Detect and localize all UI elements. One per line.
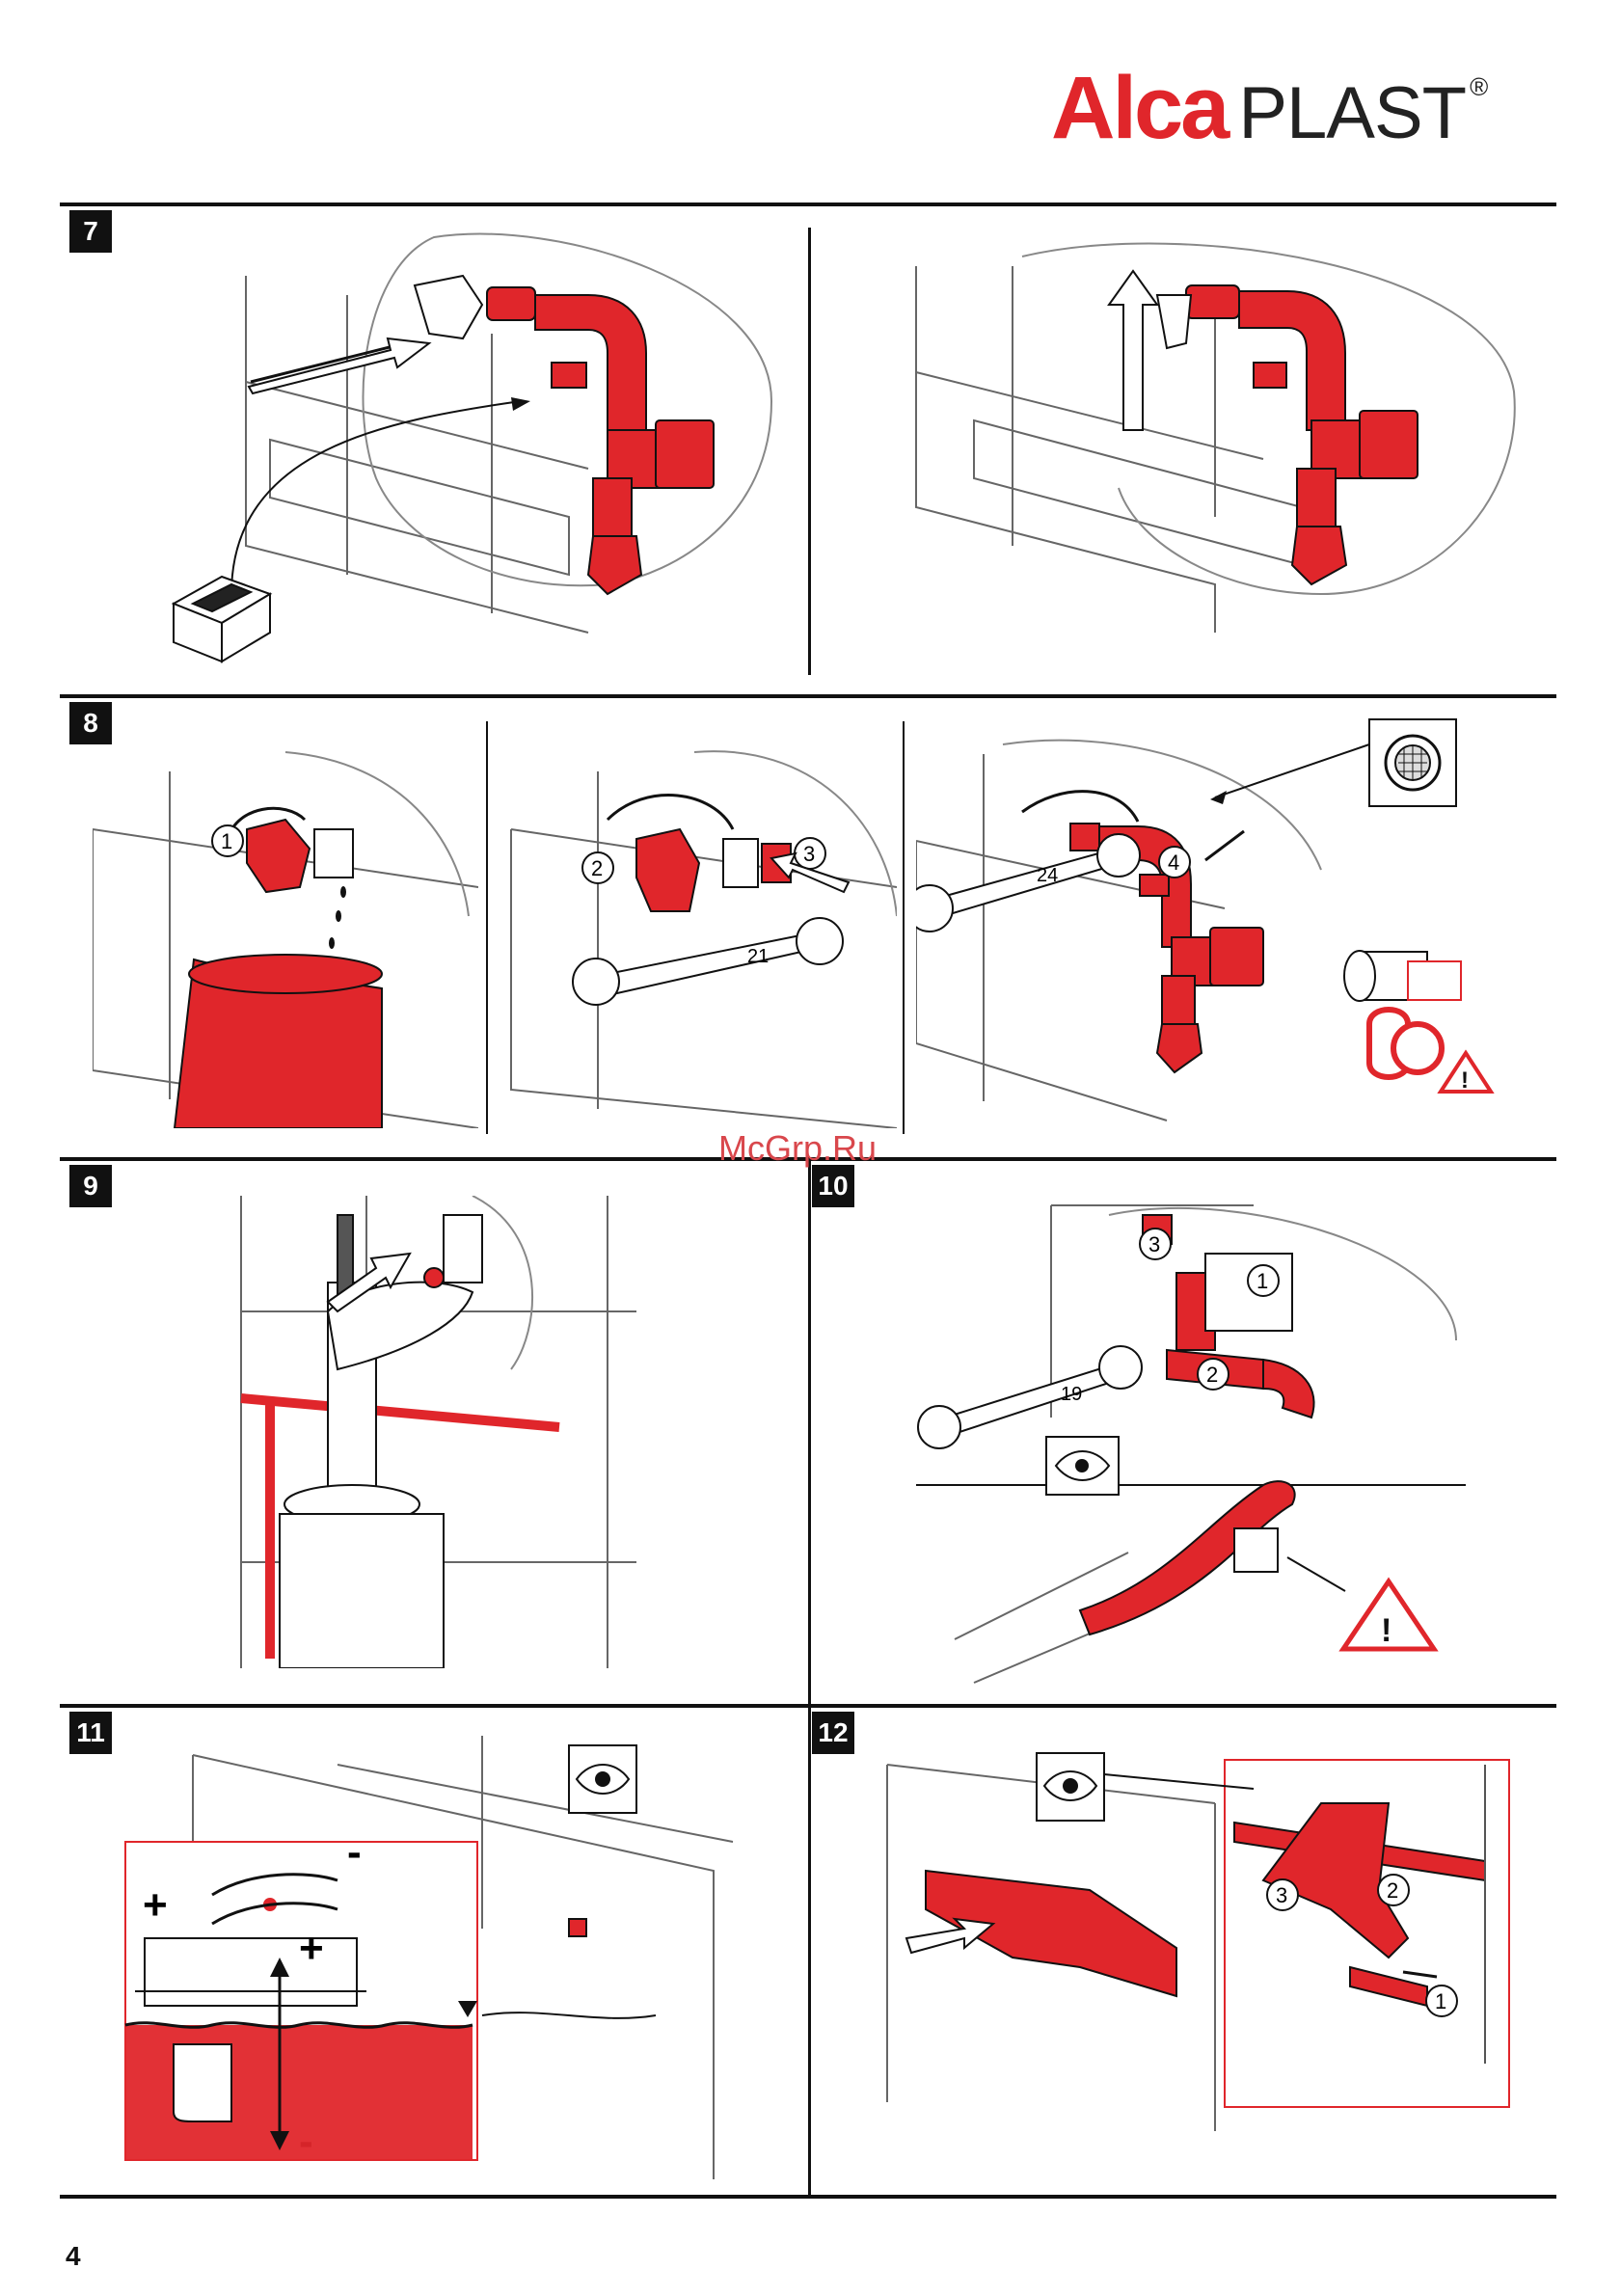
callout-12-1: 1 xyxy=(1435,1989,1446,2013)
logo-registered: ® xyxy=(1470,72,1488,102)
callout-10-2: 2 xyxy=(1206,1363,1218,1387)
step8-panel1-illustration: 1 xyxy=(93,723,478,1128)
callout-8-4: 4 xyxy=(1168,851,1179,875)
svg-text:!: ! xyxy=(1461,1067,1469,1094)
divider-row4 xyxy=(808,1706,811,2197)
watermark: McGrp.Ru xyxy=(718,1128,877,1169)
step8-panel2-illustration: 2 3 21 xyxy=(501,723,897,1128)
divider-row1 xyxy=(808,228,811,675)
box-icon xyxy=(174,577,270,662)
rule-row2 xyxy=(60,694,1556,698)
wrench-icon: 19 xyxy=(918,1346,1142,1448)
alcaplast-logo: Alca PLAST ® xyxy=(1051,58,1488,154)
divider-row2-a xyxy=(486,721,488,1134)
step7-left-illustration xyxy=(154,228,781,681)
callout-8-3: 3 xyxy=(803,842,815,866)
adjust-plus-bottom: + xyxy=(299,1925,324,1972)
step10-illustration: 3 1 2 19 ! xyxy=(916,1196,1495,1692)
warning-icon: ! xyxy=(1343,1581,1434,1649)
step-badge-7: 7 xyxy=(69,210,112,253)
callout-10-3: 3 xyxy=(1148,1232,1160,1256)
step-badge-12: 12 xyxy=(812,1712,854,1754)
callout-12-3: 3 xyxy=(1276,1883,1287,1907)
step9-illustration xyxy=(231,1196,636,1668)
filter-icon xyxy=(1386,736,1440,790)
step12-illustration: 3 2 1 xyxy=(868,1745,1524,2150)
rule-top xyxy=(60,203,1556,206)
wrench-icon: 21 xyxy=(573,918,843,1005)
svg-text:!: ! xyxy=(1381,1612,1391,1649)
divider-row2-b xyxy=(903,721,905,1134)
callout-12-2: 2 xyxy=(1387,1878,1398,1903)
divider-row3 xyxy=(808,1159,811,1706)
step7-right-illustration xyxy=(897,228,1533,681)
wrench-size-21: 21 xyxy=(747,946,769,967)
adjust-minus-top: - xyxy=(347,1828,362,1876)
adjust-plus-top: + xyxy=(143,1881,168,1929)
wrench-size-24: 24 xyxy=(1037,865,1058,886)
logo-alca: Alca xyxy=(1051,58,1227,159)
wrench-size-19: 19 xyxy=(1061,1384,1082,1405)
callout-8-2: 2 xyxy=(591,856,603,880)
step8-panel3-illustration: 4 24 ! xyxy=(916,716,1514,1130)
warning-icon: ! xyxy=(1441,1053,1491,1094)
callout-10-1: 1 xyxy=(1256,1269,1268,1293)
filter-detail xyxy=(1344,951,1461,1077)
step-badge-9: 9 xyxy=(69,1165,112,1207)
step-badge-11: 11 xyxy=(69,1712,112,1754)
logo-plast: PLAST xyxy=(1238,71,1466,155)
page-number: 4 xyxy=(66,2241,81,2272)
callout-8-1: 1 xyxy=(221,829,232,853)
step11-illustration: + - + - xyxy=(116,1736,791,2179)
step-badge-10: 10 xyxy=(812,1165,854,1207)
